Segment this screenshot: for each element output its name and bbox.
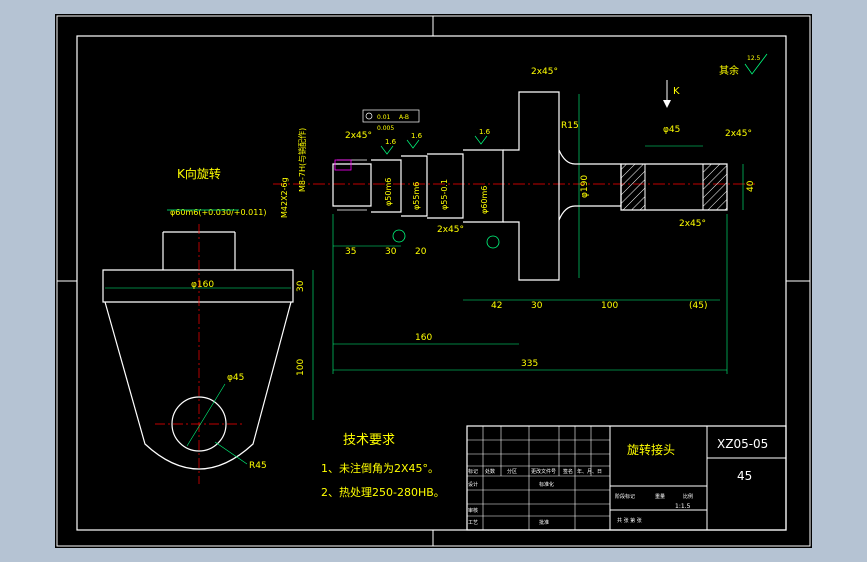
dim-100-vertical: 100 [296, 359, 306, 376]
inner-frame [76, 35, 787, 531]
dim-phi55f: φ55m6 [412, 182, 421, 210]
dim-chamfer-right-bot: 2x45° [679, 219, 706, 229]
dim-phi45-lower: φ45 [227, 373, 244, 383]
dim-160: 160 [415, 333, 432, 343]
tech-item-1: 1、未注倒角为2X45°。 [321, 461, 439, 475]
rough-16c: 1.6 [479, 128, 491, 136]
tb-row-label-4: 更改文件号 [531, 468, 556, 475]
tol-b: A-B [399, 114, 409, 121]
dim-35: 35 [345, 247, 356, 257]
dim-phi160: φ160 [191, 280, 214, 290]
dim-phi60m6: φ60m6 [480, 186, 489, 214]
dim-phi55: φ55-0.1 [440, 179, 449, 210]
tb-stage-label: 阶段标记 [615, 493, 635, 500]
tb-left-label-3: 工艺 [468, 520, 478, 526]
dim-chamfer-left: 2x45° [345, 131, 372, 141]
tb-part-name: 旋转接头 [627, 442, 675, 457]
dim-40: 40 [746, 180, 756, 192]
tb-weight: 重量 [655, 493, 665, 500]
dim-30-vertical: 30 [296, 280, 306, 292]
dim-phi45-right: φ45 [663, 125, 680, 135]
cad-viewport[interactable]: K向旋转 φ60m6(+0.030/+0.011) φ160 φ45 R45 3… [55, 14, 812, 548]
dim-45-paren: (45) [689, 301, 707, 311]
tb-row-label-2: 处数 [485, 468, 495, 475]
tol-c: 0.005 [377, 125, 394, 132]
tb-left-label-1: 设计 [468, 481, 478, 488]
dim-r45: R45 [249, 461, 267, 471]
tb-drawing-no: XZ05-05 [717, 437, 768, 451]
tb-row-label-1: 标记 [468, 468, 478, 475]
rough-16a: 1.6 [385, 138, 397, 146]
dim-m42: M42X2-6g [280, 177, 289, 218]
tech-item-2: 2、热处理250-280HB。 [321, 486, 445, 499]
dim-chamfer-mid: 2x45° [437, 225, 464, 235]
k-view-label: K向旋转 [177, 166, 221, 181]
title-block: 标记 处数 分区 更改文件号 签名 年、月、日 设计 审核 工艺 标准化 批准 … [466, 425, 787, 531]
tb-row-label-5: 签名 [563, 468, 573, 475]
tb-scale: 1:1.5 [675, 503, 691, 510]
tb-sheet-label: 共 张 第 张 [617, 517, 642, 524]
view-marker-k: K [673, 86, 680, 97]
dim-r15: R15 [561, 121, 579, 131]
rough-note-value: 12.5 [747, 55, 761, 62]
dim-phi60: φ60m6(+0.030/+0.011) [170, 208, 267, 217]
dim-20: 20 [415, 247, 427, 257]
dim-335: 335 [521, 359, 538, 369]
dim-phi50: φ50m6 [384, 178, 393, 206]
tol-a: 0.01 [377, 114, 391, 121]
dim-42: 42 [491, 301, 502, 311]
dim-30a: 30 [385, 247, 397, 257]
dim-30b: 30 [531, 301, 543, 311]
k-view: K向旋转 φ60m6(+0.030/+0.011) φ160 φ45 R45 3… [102, 166, 314, 484]
dim-100: 100 [601, 301, 618, 311]
tb-row-label-6: 年、月、日 [577, 468, 602, 475]
tb-material: 45 [737, 469, 752, 483]
tb-left-label-2: 审核 [468, 507, 478, 514]
tech-requirements: 技术要求 1、未注倒角为2X45°。 2、热处理250-280HB。 [321, 433, 445, 499]
dim-m8: M8-7H(与销配作) [297, 128, 307, 192]
tech-title: 技术要求 [343, 433, 395, 448]
tb-std-label: 标准化 [539, 481, 554, 488]
rough-16b: 1.6 [411, 132, 423, 140]
tb-approve-label: 批准 [539, 519, 549, 526]
dim-phi190: φ190 [580, 175, 590, 198]
drawing-canvas[interactable]: K向旋转 φ60m6(+0.030/+0.011) φ160 φ45 R45 3… [55, 14, 812, 548]
shaft-view: M42X2-6g M8-7H(与销配作) φ50m6 φ55m6 φ55-0.1… [273, 53, 768, 374]
tb-row-label-3: 分区 [507, 468, 517, 475]
tb-weight-label: 比例 [683, 493, 693, 500]
rough-note: 其余 [719, 64, 739, 77]
dim-chamfer-right-top: 2x45° [725, 129, 752, 139]
dim-chamfer-top: 2x45° [531, 67, 558, 77]
